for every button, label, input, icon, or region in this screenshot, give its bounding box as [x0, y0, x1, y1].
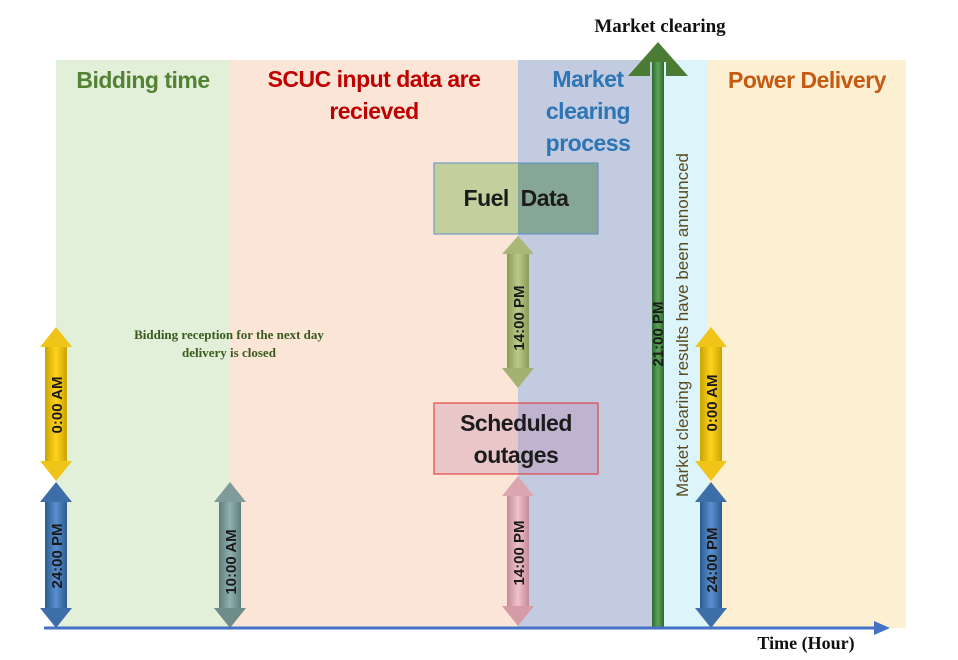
outages-box-border [433, 402, 599, 475]
ten-am-arrow-bottom [214, 608, 246, 628]
scheduled-outages-text: Scheduled outages [460, 409, 572, 468]
right-upper-arrow-bottom [695, 461, 727, 481]
fuel-time-label: 14:00 PM [511, 285, 528, 350]
left-lower-arrow-shaft [45, 500, 67, 610]
outage-time-arrow-shaft [507, 494, 529, 608]
fuel-time-arrow-top [502, 236, 534, 254]
bidding-closed-text: Bidding reception for the next day deliv… [134, 327, 324, 360]
outages-box-bg-right [518, 403, 598, 474]
left-upper-arrow-shaft [45, 345, 67, 463]
power-delivery-title: Power Delivery [708, 64, 906, 96]
bidding-time-text: Bidding time [76, 66, 210, 93]
left-upper-arrow-top [40, 327, 72, 347]
fuel-data-box-bg-right [518, 163, 598, 234]
bidding-closed-note: Bidding reception for the next day deliv… [118, 324, 340, 364]
right-lower-arrow-shaft [700, 500, 722, 610]
right-upper-time-label: 0:00 AM [704, 375, 721, 432]
left-lower-arrow-top [40, 482, 72, 502]
outage-time-arrow-top [502, 476, 534, 496]
right-upper-arrow-shaft [700, 345, 722, 463]
right-lower-time-label: 24:00 PM [704, 527, 721, 592]
right-lower-arrow-top [695, 482, 727, 502]
time-axis-arrowhead [874, 621, 890, 635]
bidding-band [56, 60, 230, 628]
right-upper-arrow-top [695, 327, 727, 347]
market-clearing-label: Market clearing [570, 14, 750, 40]
outages-box-bg [434, 403, 518, 474]
delivery-band [708, 60, 906, 628]
scheduled-outages-label: Scheduled outages [438, 403, 594, 474]
clearing-process-title: Market clearing process [522, 62, 654, 160]
market-clearing-arrow-head [628, 42, 688, 76]
announcement-label: Market clearing results have been announ… [673, 153, 692, 497]
ten-am-time-label: 10:00 AM [223, 529, 240, 594]
clearing-process-text: Market clearing process [545, 66, 631, 156]
outage-time-arrow-bottom [502, 606, 534, 626]
outage-time-label: 14:00 PM [511, 520, 528, 585]
clearing-time-label: 21:00 PM [650, 301, 667, 366]
fuel-time-arrow-shaft [507, 252, 529, 370]
time-axis-label: Time (Hour) [736, 631, 876, 655]
ten-am-arrow-shaft [219, 500, 241, 610]
time-axis-text: Time (Hour) [757, 632, 855, 653]
fuel-data-box-bg [434, 163, 518, 234]
right-lower-arrow-bottom [695, 608, 727, 628]
market-clearing-text: Market clearing [594, 16, 726, 37]
fuel-data-text: Fuel Data [463, 185, 569, 211]
left-upper-time-label: 0:00 AM [49, 377, 66, 434]
scuc-input-title: SCUC input data are recieved [250, 62, 498, 128]
power-delivery-text: Power Delivery [728, 66, 886, 93]
clearing-band [518, 60, 658, 628]
fuel-data-label: Fuel Data [434, 163, 598, 234]
left-lower-arrow-bottom [40, 608, 72, 628]
market-clearing-arrow-shaft [652, 62, 664, 628]
bidding-time-title: Bidding time [56, 64, 230, 96]
fuel-data-box-border [433, 162, 599, 235]
scuc-input-text: SCUC input data are recieved [267, 66, 481, 124]
left-lower-time-label: 24:00 PM [49, 523, 66, 588]
left-upper-arrow-bottom [40, 461, 72, 481]
fuel-time-arrow-bottom [502, 368, 534, 388]
scuc-band [230, 60, 518, 628]
ten-am-arrow-top [214, 482, 246, 502]
